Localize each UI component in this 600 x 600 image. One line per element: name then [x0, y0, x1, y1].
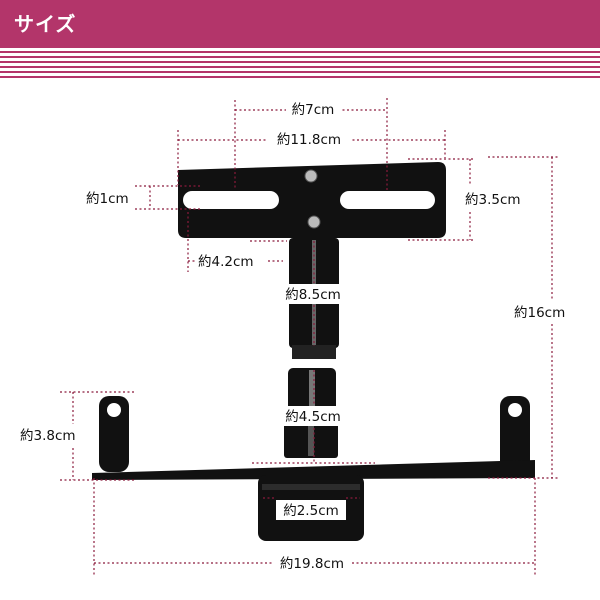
label-width-4-2cm: 約4.2cm	[198, 254, 254, 270]
upper-arm-joint	[292, 345, 336, 359]
label-height-3-8cm: 約3.8cm	[20, 428, 76, 444]
label-width-7cm: 約7cm	[292, 102, 335, 118]
plate-slot-left	[183, 191, 279, 209]
dimension-lines	[60, 98, 560, 575]
right-upright-hole	[508, 403, 522, 417]
label-height-3-5cm: 約3.5cm	[465, 192, 521, 208]
label-width-11-8cm: 約11.8cm	[277, 132, 341, 148]
section-header: サイズ	[0, 0, 600, 46]
top-plate	[178, 162, 446, 238]
product-illustration	[92, 162, 535, 541]
label-width-19-8cm: 約19.8cm	[280, 556, 344, 572]
label-width-2-5cm: 約2.5cm	[283, 503, 339, 519]
lower-arm-gap	[308, 410, 314, 456]
label-height-8-5cm: 約8.5cm	[285, 287, 341, 303]
label-height-16cm: 約16cm	[514, 305, 565, 321]
right-upright	[500, 396, 530, 472]
section-title: サイズ	[14, 12, 77, 36]
cylinder-highlight	[262, 484, 360, 490]
plate-screw-bottom	[307, 215, 321, 229]
left-upright-hole	[107, 403, 121, 417]
header-stripes	[0, 46, 600, 80]
dimension-labels: 約7cm 約11.8cm 約1cm 約3.5cm 約4.2cm 約8.5cm 約…	[20, 100, 565, 572]
label-height-4-5cm: 約4.5cm	[285, 409, 341, 425]
middle-joint-gap	[309, 370, 315, 410]
left-upright	[99, 396, 129, 472]
plate-screw-top	[304, 169, 318, 183]
label-height-1cm: 約1cm	[86, 191, 129, 207]
plate-slot-right	[340, 191, 435, 209]
base-plate	[92, 460, 535, 480]
